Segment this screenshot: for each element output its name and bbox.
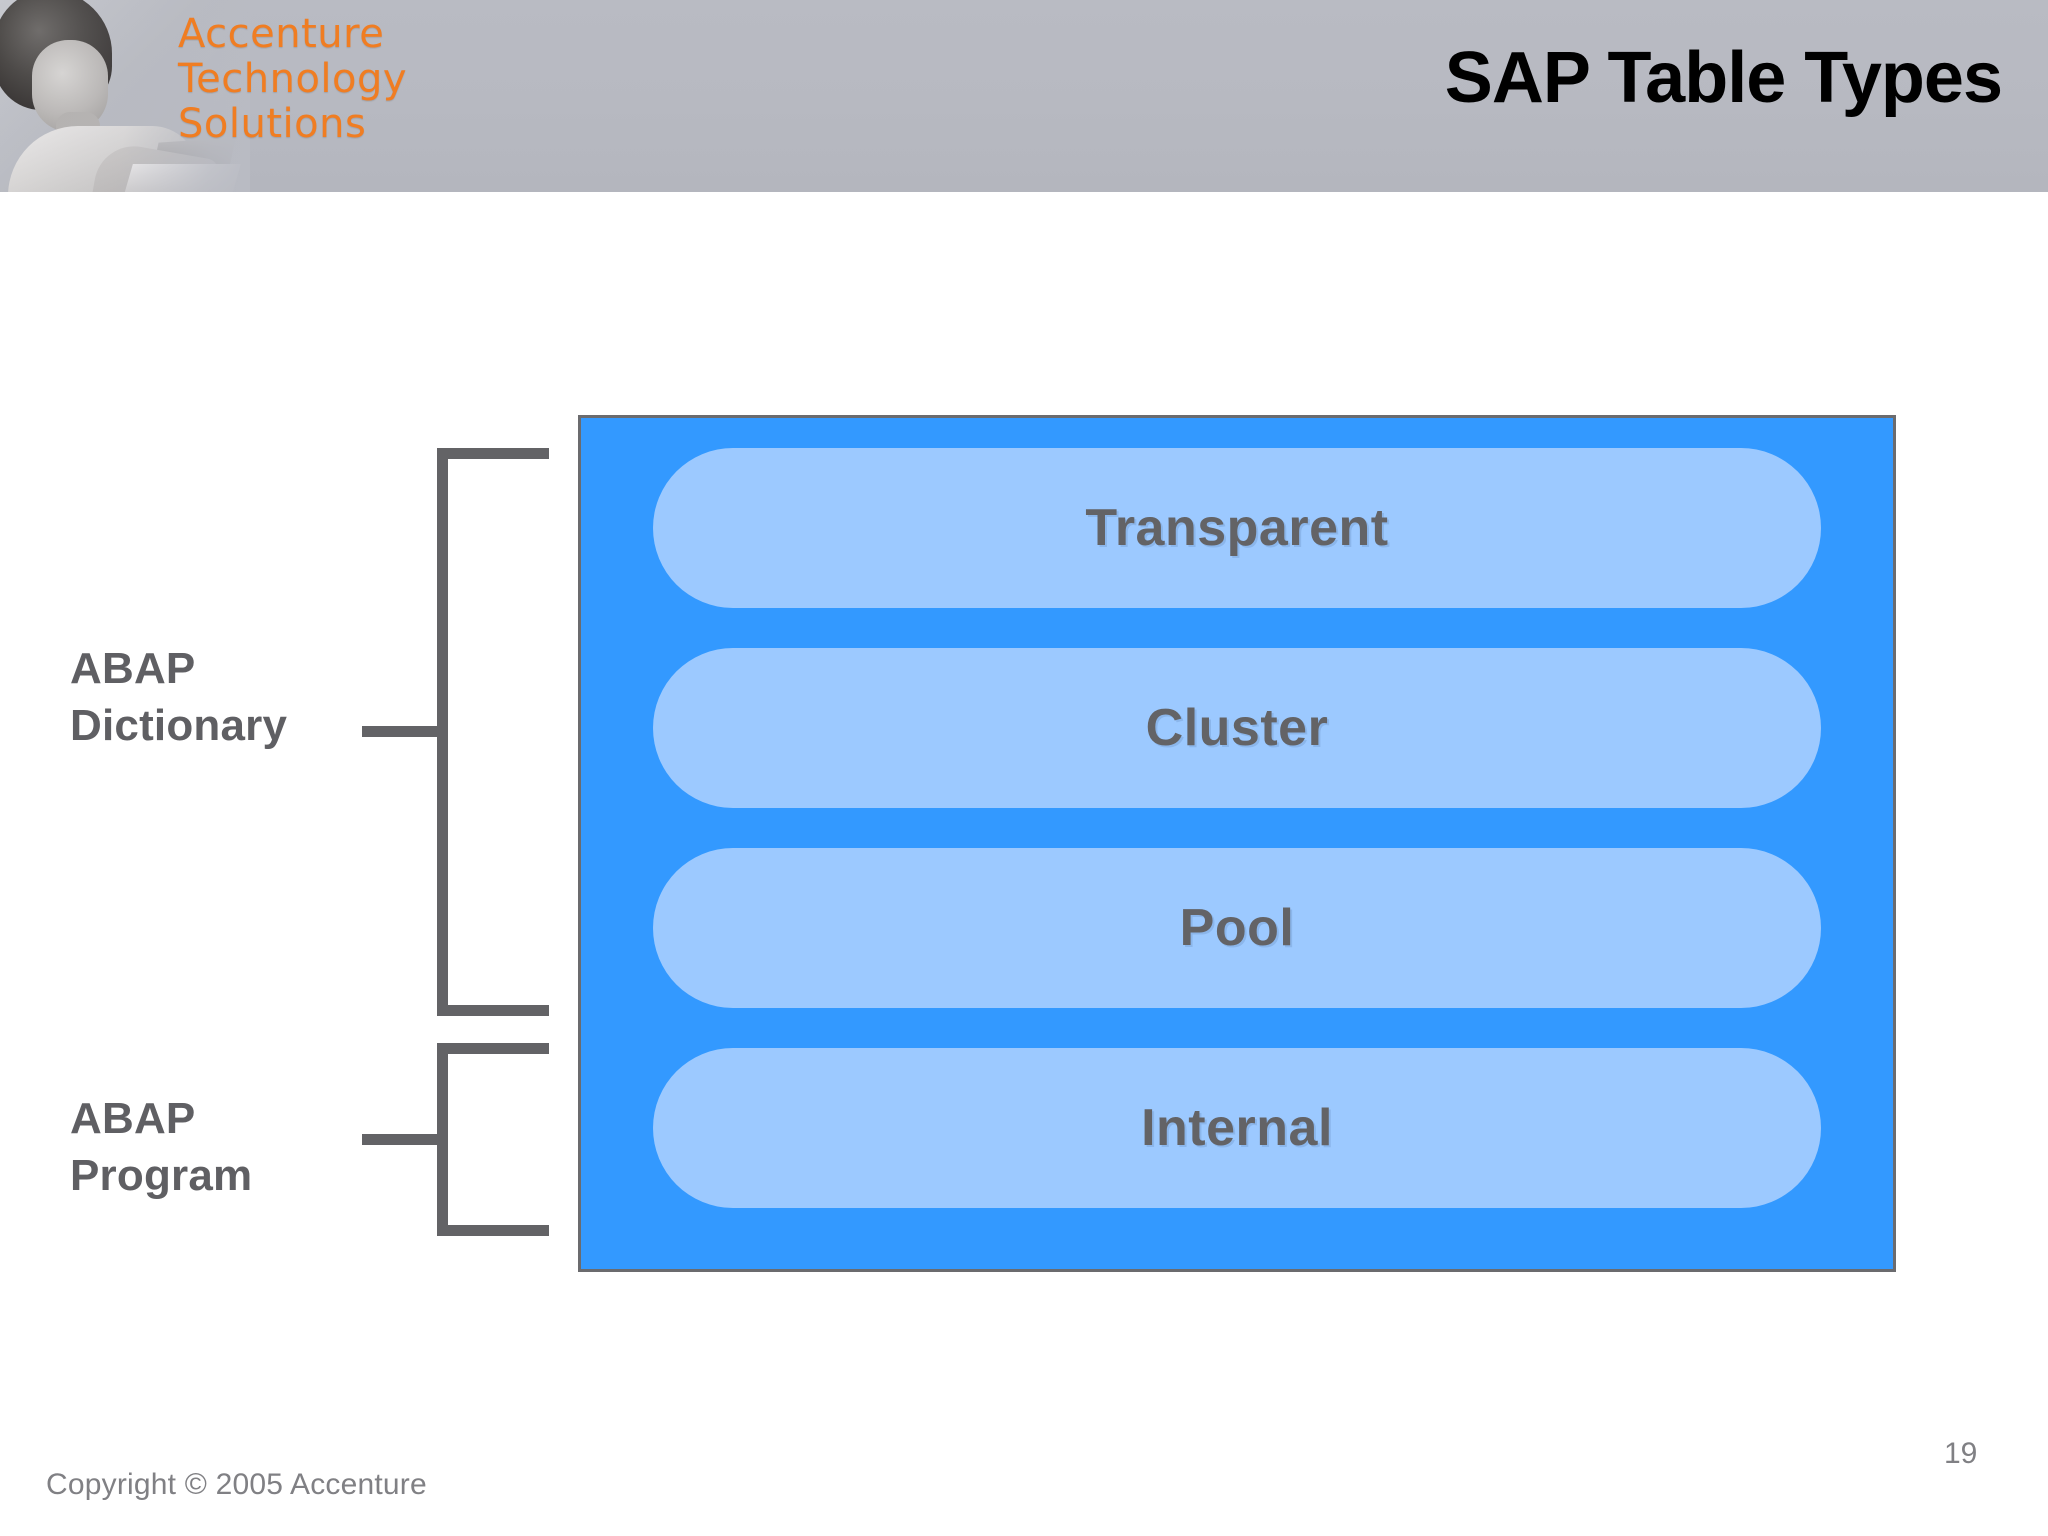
accenture-technology-solutions-logo: Accenture Technology Solutions [178,11,408,147]
bracket-arm-top [445,448,549,459]
bracket-arm-top [445,1043,549,1054]
table-type-pill-cluster[interactable]: Cluster [653,648,1821,808]
table-types-container: Transparent Cluster Pool Internal [578,415,1896,1272]
bracket-abap-program [437,1043,549,1236]
group-label-abap-dictionary: ABAP Dictionary [70,644,288,750]
group-label-abap-program: ABAP Program [70,1094,253,1200]
table-type-label: Pool [1179,899,1295,957]
page-title: SAP Table Types [1444,38,2003,118]
photo-fade-overlay [0,0,250,192]
table-type-pill-pool[interactable]: Pool [653,848,1821,1008]
copyright-notice: Copyright © 2005 Accenture [46,1468,427,1501]
bracket-arm-bottom [445,1225,549,1236]
bracket-arm-bottom [445,1005,549,1016]
header-band: Accenture Technology Solutions SAP Table… [0,0,2048,192]
bracket-stub-abap-program [362,1134,440,1145]
table-type-pill-internal[interactable]: Internal [653,1048,1821,1208]
bracket-stub-abap-dictionary [362,726,440,737]
header-photo [0,0,250,192]
bracket-abap-dictionary [437,448,549,1016]
table-type-label: Cluster [1145,699,1329,757]
page-number: 19 [1944,1437,1978,1470]
table-type-label: Internal [1141,1099,1333,1157]
table-type-pill-transparent[interactable]: Transparent [653,448,1821,608]
table-type-label: Transparent [1085,499,1389,557]
bracket-spine [437,448,448,1016]
bracket-spine [437,1043,448,1236]
